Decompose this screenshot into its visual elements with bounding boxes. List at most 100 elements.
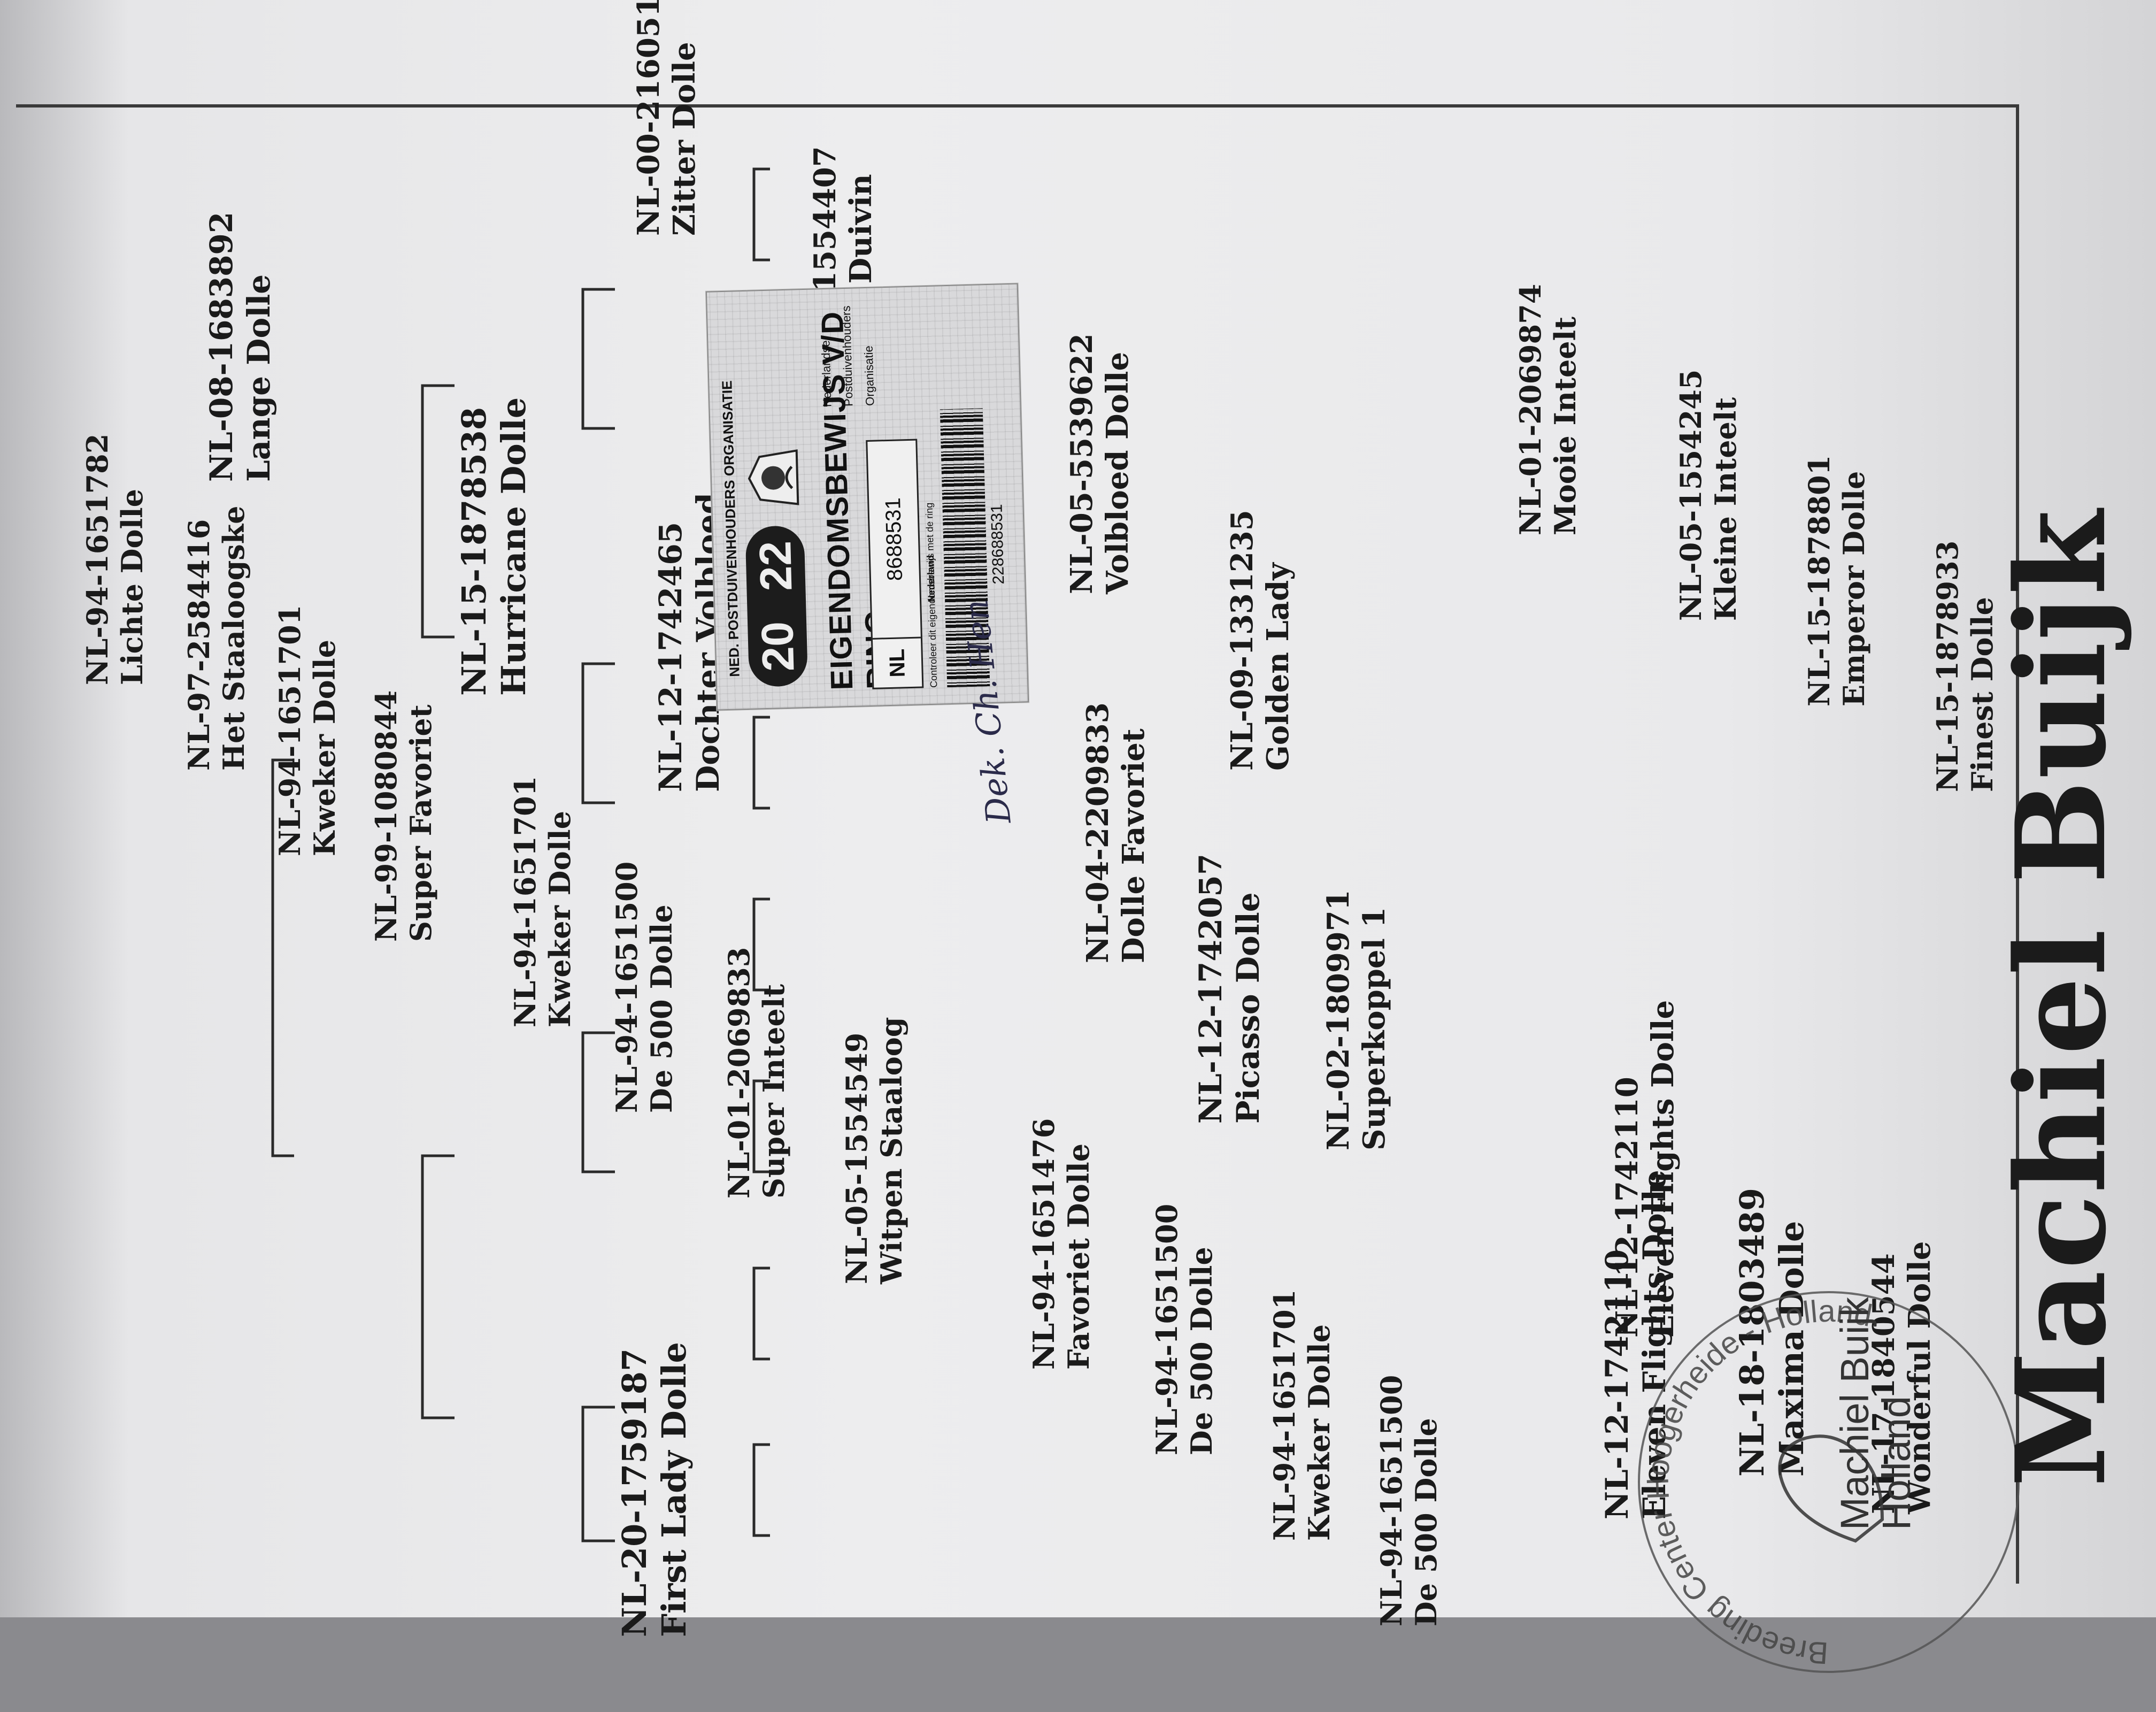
ring-number: 8688531 xyxy=(881,497,907,581)
ring-id: NL-94-1651782 xyxy=(80,433,114,685)
pigeon-gen4-14: NL-05-1554245 Kleine Inteelt xyxy=(1674,370,1743,621)
pigeon-gen4-4: NL-99-1080844 Super Favoriet xyxy=(369,690,438,942)
bracket-gen3-e xyxy=(752,897,770,992)
card-year-badge: 20 22 xyxy=(745,525,808,687)
ring-id: NL-05-5539622 xyxy=(1064,333,1099,594)
bracket-subject xyxy=(271,758,294,1157)
ring-id: NL-01-2069833 xyxy=(722,947,756,1199)
pigeon-name: Kweker Dolle xyxy=(542,810,577,1027)
pigeon-gen3-3: NL-05-5539622 Volbloed Dolle xyxy=(1064,333,1136,594)
ring-id: NL-15-1878801 xyxy=(1802,455,1836,707)
ring-id: NL-05-1554245 xyxy=(1674,369,1708,621)
pigeon-name: Lichte Dolle xyxy=(114,489,149,685)
bracket-gen2-a xyxy=(581,288,615,430)
bracket-gen3-g xyxy=(752,1266,770,1361)
pigeon-gen3-6: NL-02-1809971 Superkoppel 1 xyxy=(1321,889,1392,1150)
npo-line-1: Nederlandse xyxy=(819,340,834,408)
ring-id: NL-00-2160518 xyxy=(631,0,666,236)
pigeon-gen4-2: NL-97-2584416 Het Staaloogske xyxy=(182,505,251,771)
pigeon-name: Het Staaloogske xyxy=(216,505,251,771)
pigeon-gen4-10: NL-94-1651500 De 500 Dolle xyxy=(1150,1204,1219,1455)
ring-id: NL-94-1651500 xyxy=(1150,1203,1184,1455)
pigeon-name: Kweker Dolle xyxy=(307,639,342,856)
pigeon-name: Hurricane Dolle xyxy=(494,397,534,696)
pigeon-gen4-13: NL-01-2069874 Mooie Inteelt xyxy=(1513,284,1583,535)
ring-id: NL-94-1651701 xyxy=(273,604,307,856)
pigeon-gen4-11: NL-94-1651701 Kweker Dolle xyxy=(1267,1289,1337,1541)
ring-id: NL-12-1742110 xyxy=(1610,1077,1645,1338)
pigeon-name: Super Favoriet xyxy=(403,704,438,942)
pigeon-gen4-5: NL-94-1651701 Kweker Dolle xyxy=(508,776,578,1027)
pigeon-name: Lange Dolle xyxy=(240,274,277,482)
pigeon-name: Golden Lady xyxy=(1260,563,1296,771)
npo-line-2: Postduivenhouders xyxy=(839,305,856,407)
pigeon-gen4-12: NL-94-1651500 De 500 Dolle xyxy=(1374,1375,1444,1626)
pigeon-gen4-1: NL-94-1651782 Lichte Dolle xyxy=(80,434,150,685)
pigeon-gen4-3: NL-94-1651701 Kweker Dolle xyxy=(273,605,342,856)
bracket-gen1-b xyxy=(421,1154,455,1419)
pigeon-gen3-1: NL-00-2160518 Zitter Dolle xyxy=(631,0,703,236)
pigeon-gen3-5: NL-04-2209833 Dolle Favoriet xyxy=(1080,702,1152,963)
pedigree-sheet: NL-20-1759187 First Lady Dolle NL-15-187… xyxy=(48,0,2156,1712)
pigeon-gen4-6: NL-94-1651500 De 500 Dolle xyxy=(610,862,679,1113)
pigeon-name: De 500 Dolle xyxy=(1184,1247,1219,1455)
country-label: Nederland xyxy=(925,555,937,603)
ring-id: NL-12-1742465 xyxy=(652,521,689,792)
pigeon-name: Kweker Dolle xyxy=(1302,1324,1336,1541)
bracket-gen2-b xyxy=(581,662,615,804)
pigeon-name: Zitter Dolle xyxy=(667,42,703,236)
photo-background: NL-20-1759187 First Lady Dolle NL-15-187… xyxy=(0,0,2156,1673)
ring-id: NL-94-1651500 xyxy=(610,861,644,1113)
pigeon-gen3-7: NL-12-1742110 Eleven Flights Dolle xyxy=(1610,1000,1681,1338)
bracket-gen2-d xyxy=(581,1406,615,1542)
pigeon-sire: NL-15-1878538 Hurricane Dolle xyxy=(455,397,534,696)
pigeon-name: Witpen Staaloog xyxy=(874,1017,908,1284)
pigeon-gen4-7: NL-01-2069833 Super Inteelt xyxy=(722,947,791,1199)
ring-id: NL-05-1554549 xyxy=(840,1032,874,1284)
ring-id: NL-04-2209833 xyxy=(1080,702,1115,963)
ring-id: NL-15-1878538 xyxy=(455,407,494,696)
year-left: 20 xyxy=(751,620,803,672)
lion-crest-icon xyxy=(748,449,799,505)
pigeon-gen2-3: NL-12-1742057 Picasso Dolle xyxy=(1192,854,1267,1124)
pigeon-icon xyxy=(1778,1434,1884,1543)
ring-id: NL-01-2069874 xyxy=(1513,283,1547,535)
ring-ownership-card: NED. POSTDUIVENHOUDERS ORGANISATIE 20 22… xyxy=(705,283,1029,711)
pigeon-gen4-15: NL-15-1878801 Emperor Dolle xyxy=(1802,455,1872,707)
pigeon-name: Favoriet Dolle xyxy=(1061,1143,1096,1370)
pigeon-name: Dolle Favoriet xyxy=(1116,728,1152,963)
barcode-number: 228688531 xyxy=(988,504,1008,585)
bracket-gen3-f xyxy=(752,1079,770,1173)
pigeon-name: First Lady Dolle xyxy=(654,1342,694,1637)
ring-id: NL-94-1651500 xyxy=(1374,1375,1408,1626)
pigeon-name: Eleven Flights Dolle xyxy=(1645,1000,1681,1338)
pigeon-name: De 500 Dolle xyxy=(1408,1418,1443,1626)
ring-id: NL-94-1651476 xyxy=(1027,1118,1061,1370)
bracket-gen3-d xyxy=(752,716,770,810)
pigeon-name: Emperor Dolle xyxy=(1836,471,1871,707)
pigeon-subject: NL-20-1759187 First Lady Dolle xyxy=(615,1342,695,1637)
year-right: 22 xyxy=(749,540,802,592)
pigeon-name: Picasso Dolle xyxy=(1229,892,1266,1124)
stamp-name-line-1: Machiel Buijk xyxy=(1832,1297,1877,1530)
bracket-gen3-a xyxy=(752,167,770,262)
npo-legend: Nederlandse Postduivenhouders Organisati… xyxy=(814,305,881,407)
country-code: NL xyxy=(872,636,922,688)
pigeon-gen4-9: NL-94-1651476 Favoriet Dolle xyxy=(1027,1118,1096,1370)
ring-id: NL-99-1080844 xyxy=(369,690,403,942)
pigeon-name: Kleine Inteelt xyxy=(1708,397,1743,621)
pedigree-connector-lines xyxy=(271,167,770,1542)
pigeon-name: Mooie Inteelt xyxy=(1547,316,1582,535)
breeder-stamp: Breeding Center Hoogerheide - Holland xyxy=(1638,1291,2020,1673)
ring-id: NL-94-1651701 xyxy=(508,776,542,1027)
ring-id: NL-94-1651701 xyxy=(1267,1289,1302,1541)
pigeon-gen3-4: NL-09-1331235 Golden Lady xyxy=(1225,510,1296,771)
pedigree-frame: NL-20-1759187 First Lady Dolle NL-15-187… xyxy=(16,0,2134,1673)
pigeon-name: Super Inteelt xyxy=(756,984,791,1199)
pigeon-gen4-8: NL-05-1554549 Witpen Staaloog xyxy=(840,1017,909,1284)
npo-line-3: Organisatie xyxy=(861,346,877,406)
ring-number-box: NL 8688531 xyxy=(866,439,924,689)
pigeon-name: De 500 Dolle xyxy=(644,904,679,1113)
ring-id: NL-20-1759187 xyxy=(615,1348,654,1637)
pigeon-gen2-1: NL-08-1683892 Lange Dolle xyxy=(203,212,278,482)
